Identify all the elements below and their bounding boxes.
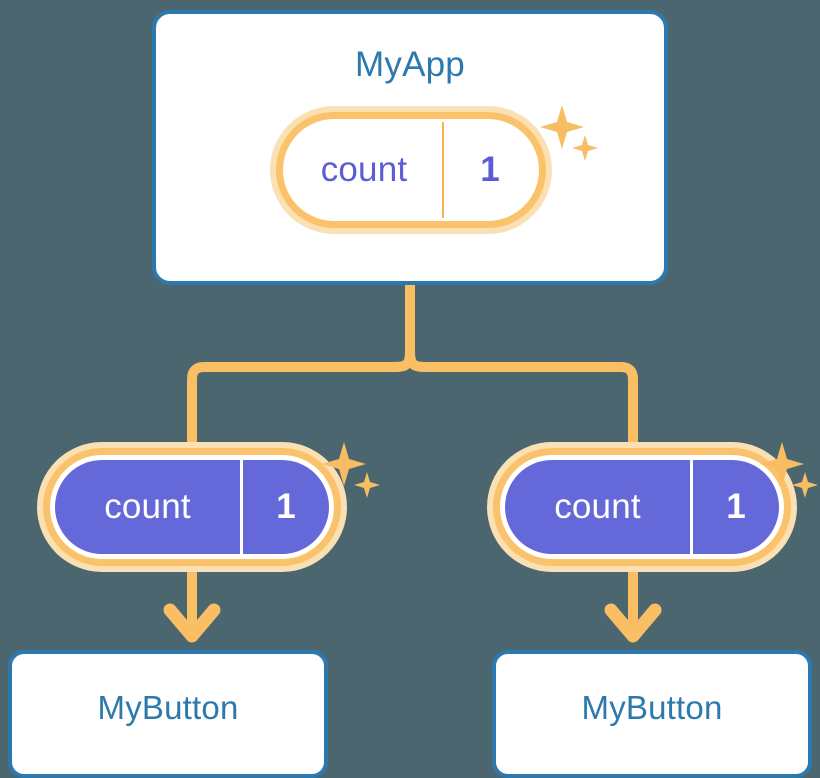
state-pill-app[interactable]: count 1 [283, 119, 539, 221]
state-pill-left-key: count [104, 487, 191, 526]
state-pill-right[interactable]: count 1 [500, 455, 784, 559]
arrow-left-head [163, 603, 221, 643]
button-card-right-label: MyButton [581, 689, 723, 726]
connector-left-branch [187, 351, 415, 455]
state-pill-right-key: count [554, 487, 641, 526]
state-pill-app-value: 1 [480, 150, 500, 189]
button-card-right[interactable]: MyButton [492, 650, 812, 778]
app-card-title: MyApp [355, 45, 465, 84]
arrow-left [163, 572, 221, 643]
button-card-left-label: MyButton [97, 689, 239, 726]
button-card-left[interactable]: MyButton [8, 650, 328, 778]
state-pill-right-divider [690, 460, 693, 554]
arrow-right-head [604, 603, 662, 643]
state-pill-app-divider [442, 122, 444, 218]
arrow-right [604, 572, 662, 643]
state-pill-left-value: 1 [276, 487, 296, 526]
connector-right-branch [405, 351, 638, 455]
state-pill-app-key: count [320, 150, 408, 189]
state-pill-left[interactable]: count 1 [50, 455, 334, 559]
state-pill-right-value: 1 [726, 487, 746, 526]
state-pill-left-divider [240, 460, 243, 554]
